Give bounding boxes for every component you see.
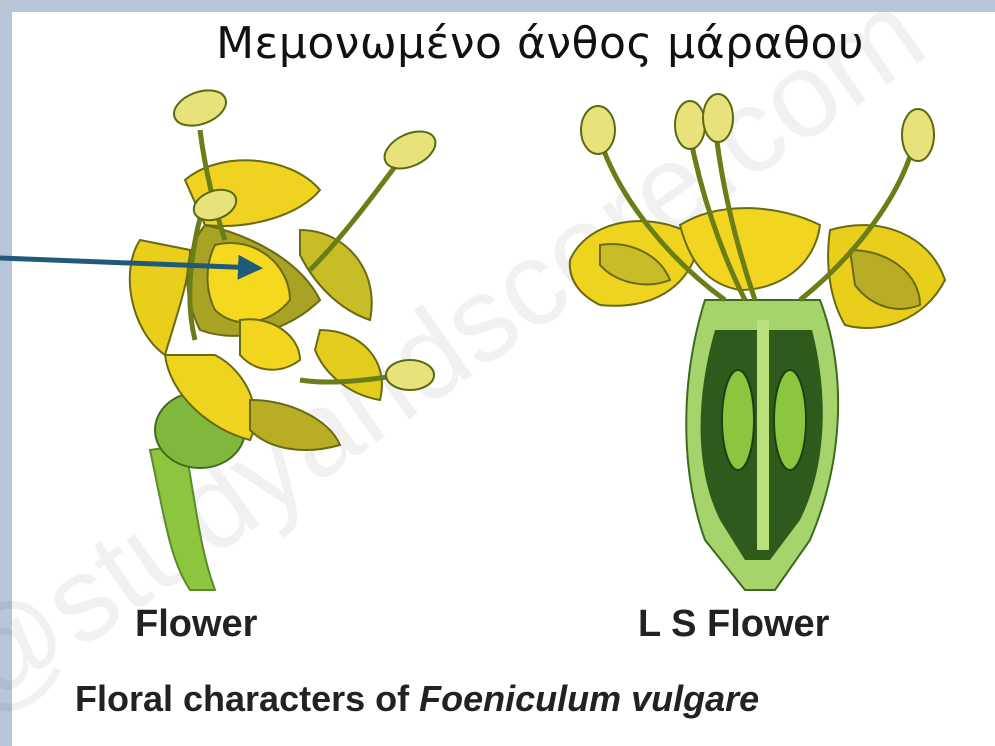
ls-flower-drawing	[570, 94, 945, 590]
central-septum	[757, 320, 769, 550]
ls-flower-caption: L S Flower	[638, 603, 829, 646]
whole-flower-drawing	[130, 84, 441, 590]
flower-caption: Flower	[135, 603, 257, 646]
figure-caption: Floral characters of Foeniculum vulgare	[75, 678, 759, 720]
ls-anthers	[581, 94, 934, 161]
caption-prefix: Floral characters of	[75, 678, 419, 719]
species-name: Foeniculum vulgare	[419, 678, 759, 719]
